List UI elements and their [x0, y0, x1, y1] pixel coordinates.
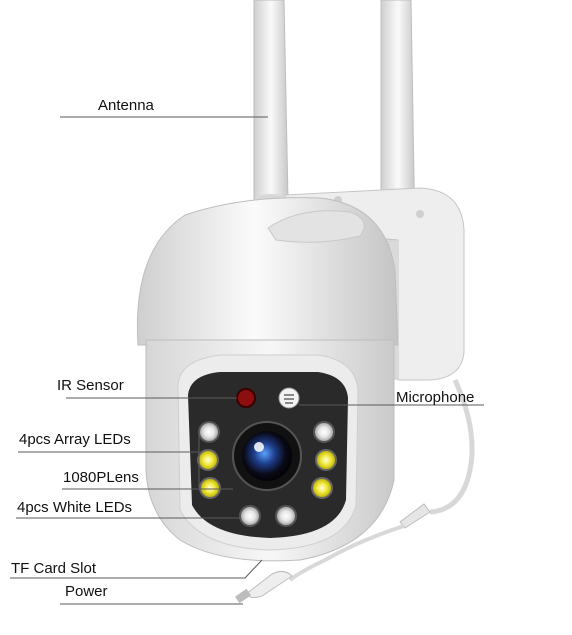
label-power: Power: [65, 583, 108, 600]
leader-lines: [10, 116, 484, 605]
label-array-leds: 4pcs Array LEDs: [19, 431, 131, 448]
camera-lens: [232, 421, 302, 491]
label-tf-card-slot: TF Card Slot: [11, 560, 97, 577]
camera-dome: [136, 197, 399, 346]
white-leds: [198, 421, 335, 527]
ir-sensor: [236, 388, 256, 408]
label-antenna: Antenna: [98, 97, 154, 114]
label-lens: 1080PLens: [63, 469, 139, 486]
label-ir-sensor: IR Sensor: [57, 377, 124, 394]
power-cable: [234, 378, 475, 604]
antenna-left: [253, 0, 289, 207]
array-leds: [197, 449, 337, 499]
label-white-leds: 4pcs White LEDs: [17, 499, 133, 516]
label-microphone: Microphone: [396, 389, 475, 406]
microphone-port: [278, 387, 300, 409]
